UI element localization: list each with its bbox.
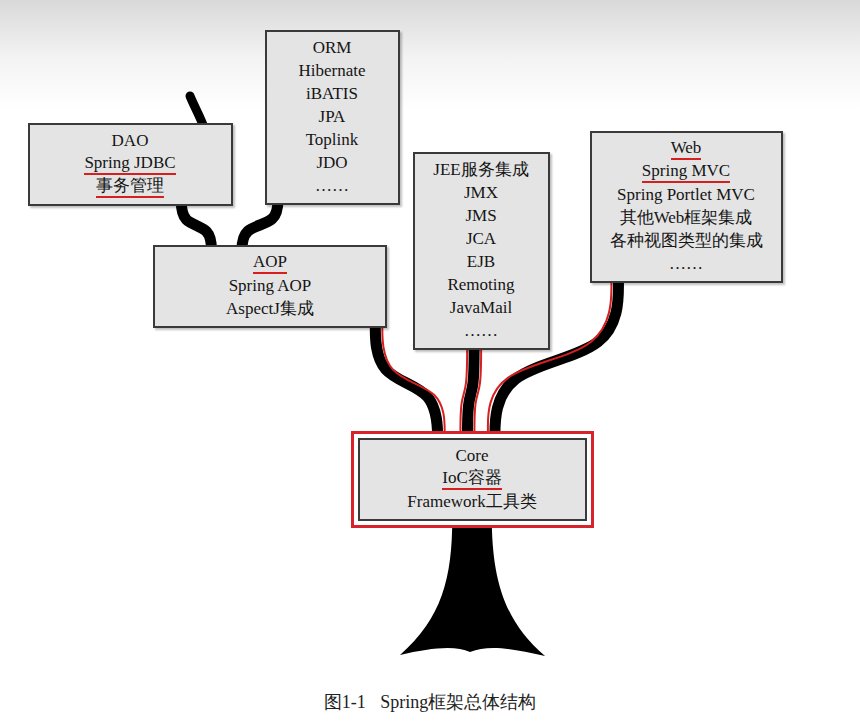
box-text: EJB — [467, 250, 495, 273]
branch-line — [467, 340, 474, 448]
box-text: AspectJ集成 — [226, 297, 314, 320]
web-box: WebSpring MVCSpring Portlet MVC其他Web框架集成… — [590, 131, 783, 283]
box-text: JavaMail — [450, 296, 512, 319]
box-text: Core — [455, 444, 488, 467]
figure-caption: 图1-1 Spring框架总体结构 — [0, 690, 860, 714]
core-box: CoreIoC容器Framework工具类 — [358, 438, 587, 521]
box-text: DAO — [112, 129, 149, 152]
dao-box: DAOSpring JDBC事务管理 — [28, 123, 233, 206]
box-text: ORM — [313, 36, 352, 59]
box-text: …… — [669, 252, 703, 275]
box-text: Hibernate — [298, 59, 365, 82]
tree-branch — [460, 340, 481, 448]
red-highlight — [474, 340, 481, 438]
box-text: 其他Web框架集成 — [620, 206, 753, 229]
box-text: Spring AOP — [229, 274, 312, 297]
box-text: AOP — [253, 251, 287, 274]
box-text: 事务管理 — [96, 175, 164, 198]
box-text: Spring MVC — [642, 160, 730, 183]
box-text: JEE服务集成 — [433, 158, 528, 181]
box-text: Web — [671, 137, 702, 160]
box-text: JCA — [466, 227, 496, 250]
aop-box: AOPSpring AOPAspectJ集成 — [153, 245, 387, 328]
box-text: JDO — [316, 151, 347, 174]
box-text: Spring Portlet MVC — [617, 183, 755, 206]
tree-trunk — [400, 500, 545, 656]
box-text: IoC容器 — [442, 467, 502, 490]
box-text: …… — [464, 319, 498, 342]
jee-box: JEE服务集成JMXJMSJCAEJBRemotingJavaMail…… — [413, 152, 550, 350]
box-text: JPA — [319, 105, 346, 128]
box-text: Framework工具类 — [407, 490, 536, 513]
box-text: iBATIS — [306, 82, 358, 105]
box-text: 各种视图类型的集成 — [610, 229, 763, 252]
red-highlight — [460, 340, 467, 438]
box-text: Remoting — [447, 273, 514, 296]
box-text: JMX — [464, 181, 498, 204]
box-text: …… — [315, 174, 349, 197]
orm-box: ORMHibernateiBATISJPAToplinkJDO…… — [265, 30, 400, 205]
box-text: Spring JDBC — [84, 152, 175, 175]
box-text: Toplink — [306, 128, 359, 151]
box-text: JMS — [465, 204, 496, 227]
